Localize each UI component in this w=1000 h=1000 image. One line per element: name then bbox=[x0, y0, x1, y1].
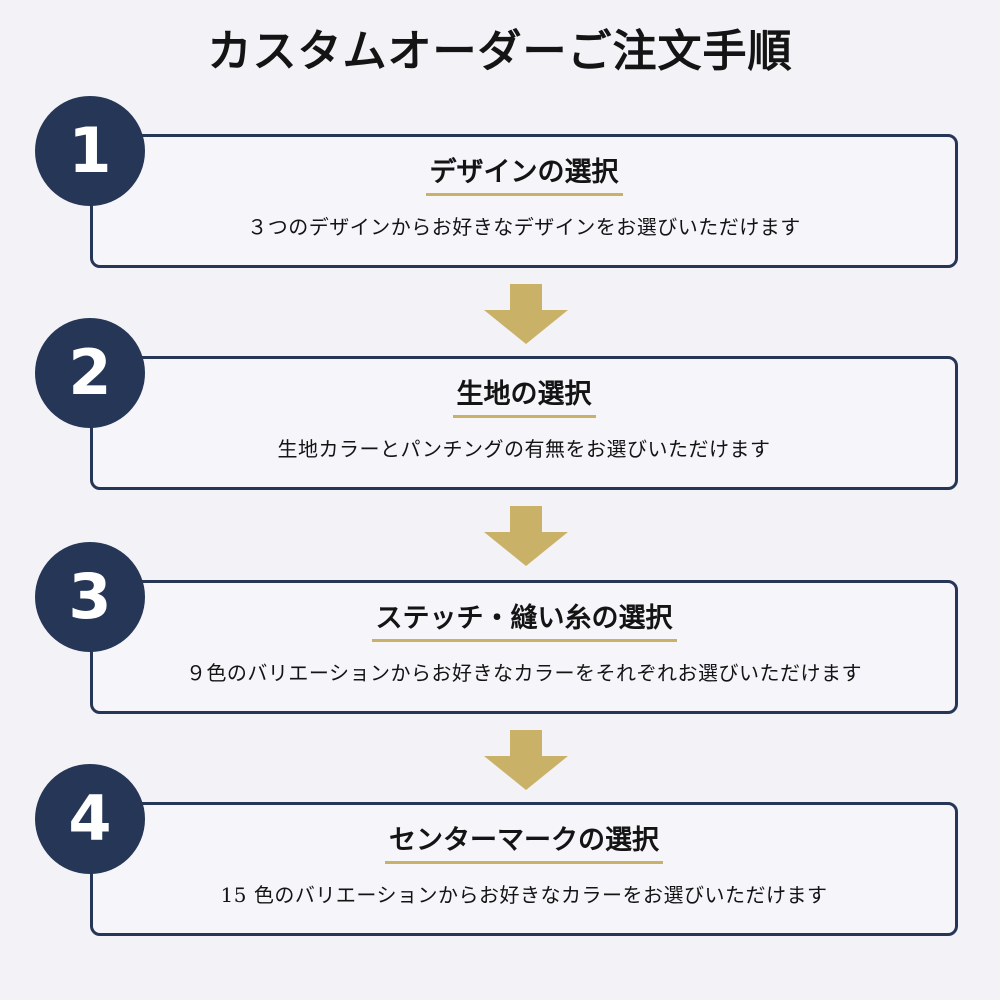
step-heading: ステッチ・縫い糸の選択 bbox=[371, 601, 677, 642]
step-2: 生地の選択 生地カラーとパンチングの有無をお選びいただけます 2 bbox=[0, 318, 1000, 493]
arrow-down-icon bbox=[484, 730, 568, 790]
step-number-badge: 3 bbox=[35, 542, 145, 652]
step-3: ステッチ・縫い糸の選択 ９色のバリエーションからお好きなカラーをそれぞれお選びい… bbox=[0, 542, 1000, 717]
step-box: ステッチ・縫い糸の選択 ９色のバリエーションからお好きなカラーをそれぞれお選びい… bbox=[90, 580, 958, 714]
step-description: 生地カラーとパンチングの有無をお選びいただけます bbox=[277, 437, 771, 461]
step-4: センターマークの選択 15 色のバリエーションからお好きなカラーをお選びいただけ… bbox=[0, 764, 1000, 939]
step-box: 生地の選択 生地カラーとパンチングの有無をお選びいただけます bbox=[90, 356, 958, 490]
step-description: ３つのデザインからお好きなデザインをお選びいただけます bbox=[247, 215, 801, 239]
step-1: デザインの選択 ３つのデザインからお好きなデザインをお選びいただけます 1 bbox=[0, 96, 1000, 271]
step-description: 15 色のバリエーションからお好きなカラーをお選びいただけます bbox=[220, 883, 828, 907]
page-title: カスタムオーダーご注文手順 bbox=[207, 26, 793, 77]
step-box: デザインの選択 ３つのデザインからお好きなデザインをお選びいただけます bbox=[90, 134, 958, 268]
step-heading: センターマークの選択 bbox=[385, 823, 663, 864]
step-description: ９色のバリエーションからお好きなカラーをそれぞれお選びいただけます bbox=[185, 661, 863, 685]
arrow-down-icon bbox=[484, 284, 568, 344]
step-heading: 生地の選択 bbox=[452, 377, 596, 418]
step-box: センターマークの選択 15 色のバリエーションからお好きなカラーをお選びいただけ… bbox=[90, 802, 958, 936]
step-number-badge: 4 bbox=[35, 764, 145, 874]
arrow-down-icon bbox=[484, 506, 568, 566]
step-number-badge: 1 bbox=[35, 96, 145, 206]
step-number-badge: 2 bbox=[35, 318, 145, 428]
step-heading: デザインの選択 bbox=[425, 155, 623, 196]
